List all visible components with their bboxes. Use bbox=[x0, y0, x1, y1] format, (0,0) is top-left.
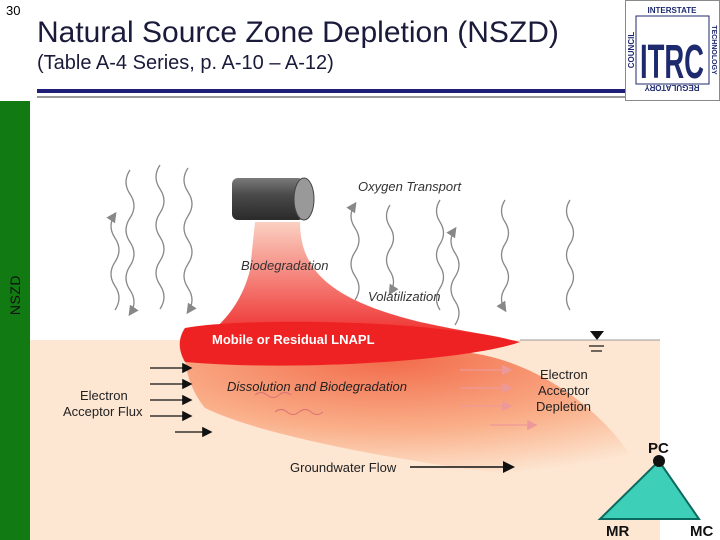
lnapl-label: Mobile or Residual LNAPL bbox=[212, 332, 375, 347]
criteria-triangle bbox=[597, 459, 701, 520]
depletion-label-line2: Acceptor bbox=[538, 383, 590, 398]
sidebar-label: NSZD bbox=[7, 274, 23, 316]
dissolved-plume bbox=[184, 345, 640, 479]
triangle-label-pc: PC bbox=[648, 440, 669, 457]
logo-bottom-text: REGULATORY bbox=[644, 83, 700, 92]
source-cylinder bbox=[232, 178, 304, 220]
title-rule-blue bbox=[37, 89, 625, 93]
logo-top-text: INTERSTATE bbox=[647, 6, 697, 15]
volatilization-label: Volatilization bbox=[368, 289, 441, 304]
slide-number: 30 bbox=[6, 3, 21, 18]
page-title: Natural Source Zone Depletion (NSZD) bbox=[37, 16, 559, 49]
biodegradation-label: Biodegradation bbox=[241, 258, 328, 273]
lnapl-lens bbox=[179, 321, 520, 366]
page-subtitle: (Table A-4 Series, p. A-10 – A-12) bbox=[37, 52, 334, 74]
sidebar-band bbox=[0, 101, 30, 540]
triangle-label-mc: MC bbox=[690, 523, 713, 540]
logo-letters: ITRC bbox=[640, 34, 704, 88]
itrc-logo: INTERSTATE REGULATORY COUNCIL TECHNOLOGY… bbox=[625, 0, 720, 101]
triangle-label-mr: MR bbox=[606, 523, 629, 540]
logo-right-text: TECHNOLOGY bbox=[710, 25, 717, 75]
triangle-marker bbox=[653, 455, 665, 467]
title-rule-gray bbox=[37, 96, 625, 98]
oxygen-arrows bbox=[125, 164, 575, 317]
dissolution-label: Dissolution and Biodegradation bbox=[227, 379, 407, 394]
biodegradation-flow bbox=[200, 222, 510, 340]
depletion-label-line1: Electron bbox=[540, 367, 588, 382]
flux-arrows bbox=[150, 362, 213, 438]
groundwater-flow-label: Groundwater Flow bbox=[290, 460, 397, 475]
nszd-diagram: Oxygen Transport Biodegradation Volatili… bbox=[30, 164, 713, 540]
oxygen-transport-label: Oxygen Transport bbox=[358, 179, 462, 194]
flux-label-line1: Electron bbox=[80, 388, 128, 403]
water-table-symbol bbox=[590, 331, 604, 340]
flux-label-line2: Acceptor Flux bbox=[63, 404, 143, 419]
depletion-label-line3: Depletion bbox=[536, 399, 591, 414]
logo-left-text: COUNCIL bbox=[627, 32, 636, 69]
